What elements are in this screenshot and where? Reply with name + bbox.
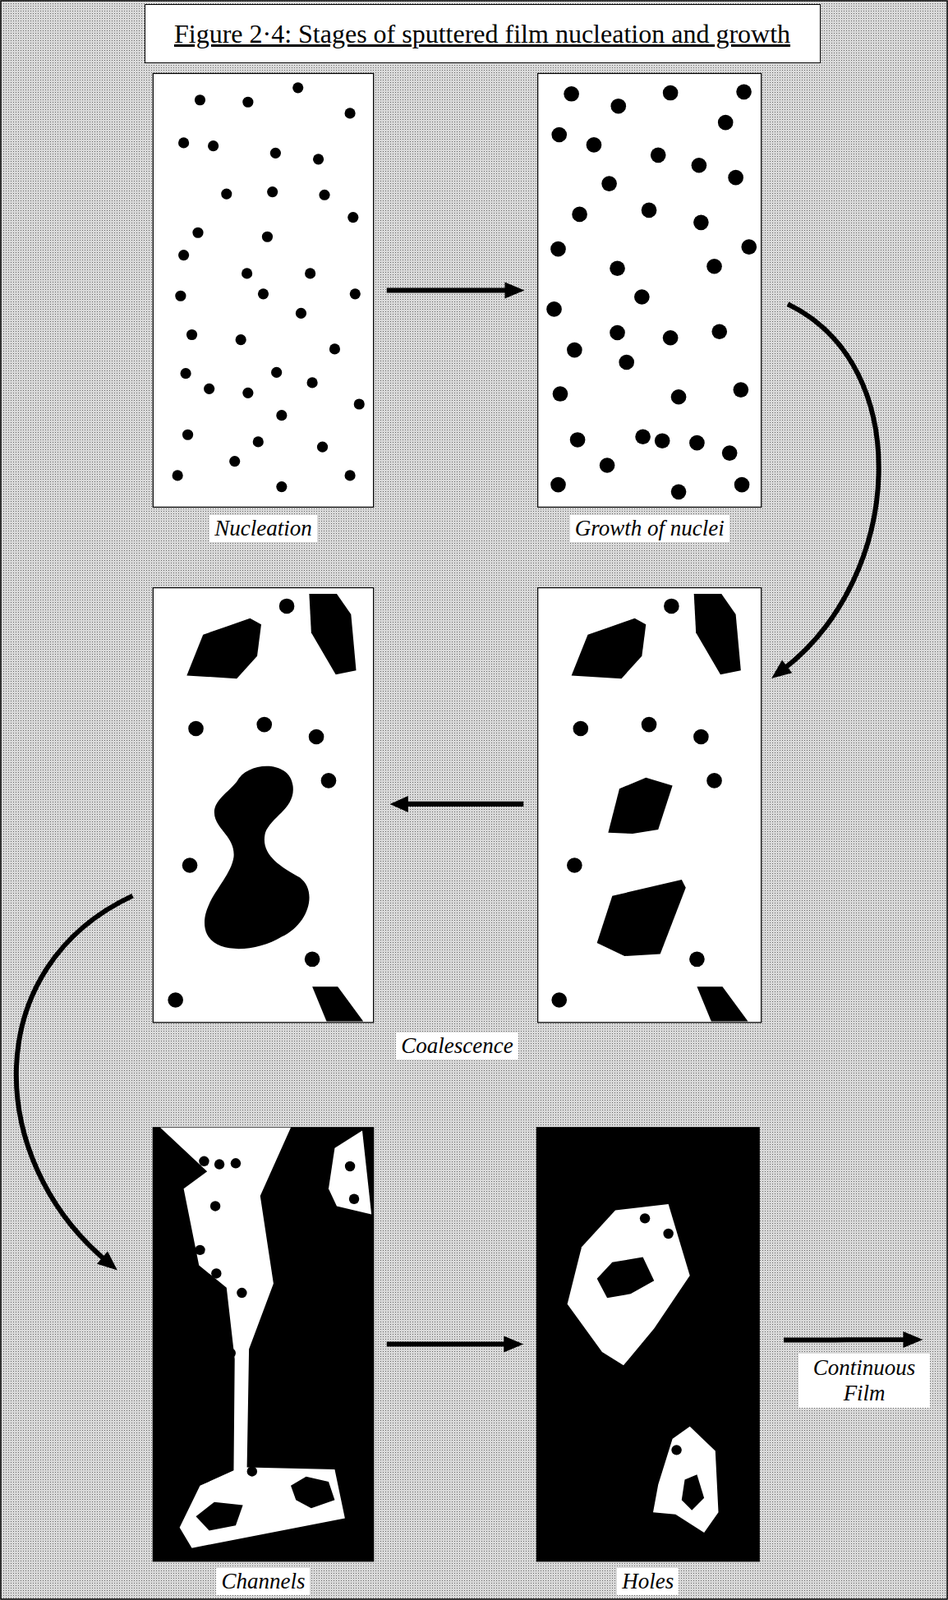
coalescence-panel-merged bbox=[152, 588, 373, 1023]
stage-panel: Nucleation bbox=[152, 73, 373, 507]
stage-label: Coalescence bbox=[395, 1032, 518, 1060]
stage-label: Holes bbox=[616, 1568, 679, 1596]
stage-label: Channels bbox=[216, 1568, 310, 1596]
stage-label: Continuous Film bbox=[798, 1353, 930, 1409]
stage-label: Growth of nuclei bbox=[570, 515, 730, 543]
arrow-line bbox=[386, 287, 511, 293]
stage-arrow bbox=[386, 1336, 524, 1353]
figure-title: Figure 2·4: Stages of sputtered film nuc… bbox=[144, 4, 821, 64]
stage-arrow bbox=[386, 281, 525, 299]
stage-panel: Channels bbox=[152, 1127, 373, 1562]
stage-label-box: Continuous Film bbox=[798, 1353, 930, 1409]
arrow-line bbox=[16, 896, 134, 1261]
arrow-head bbox=[96, 1251, 118, 1271]
channels-panel bbox=[152, 1127, 373, 1562]
stage-panel: Growth of nuclei bbox=[538, 73, 762, 507]
arrow-head bbox=[503, 1336, 524, 1353]
coalescence-arrow bbox=[390, 796, 525, 813]
arrow-line bbox=[783, 1337, 910, 1344]
growth-panel bbox=[538, 73, 762, 507]
arrow-line bbox=[386, 1342, 511, 1348]
stage-panel: Holes bbox=[536, 1127, 760, 1562]
stage-label: Nucleation bbox=[209, 515, 317, 543]
coalescence-panel-early bbox=[538, 588, 762, 1023]
holes-panel bbox=[536, 1127, 760, 1562]
arrow-head bbox=[504, 281, 525, 299]
stage-panel: Coalescence bbox=[152, 588, 761, 1023]
arrow-head bbox=[771, 659, 792, 679]
stage-arrow bbox=[771, 303, 879, 679]
nucleation-panel bbox=[152, 73, 373, 507]
arrow-line bbox=[782, 303, 879, 670]
arrow-head bbox=[902, 1331, 923, 1349]
stage-arrow bbox=[16, 896, 134, 1271]
stage-arrow bbox=[783, 1331, 923, 1349]
